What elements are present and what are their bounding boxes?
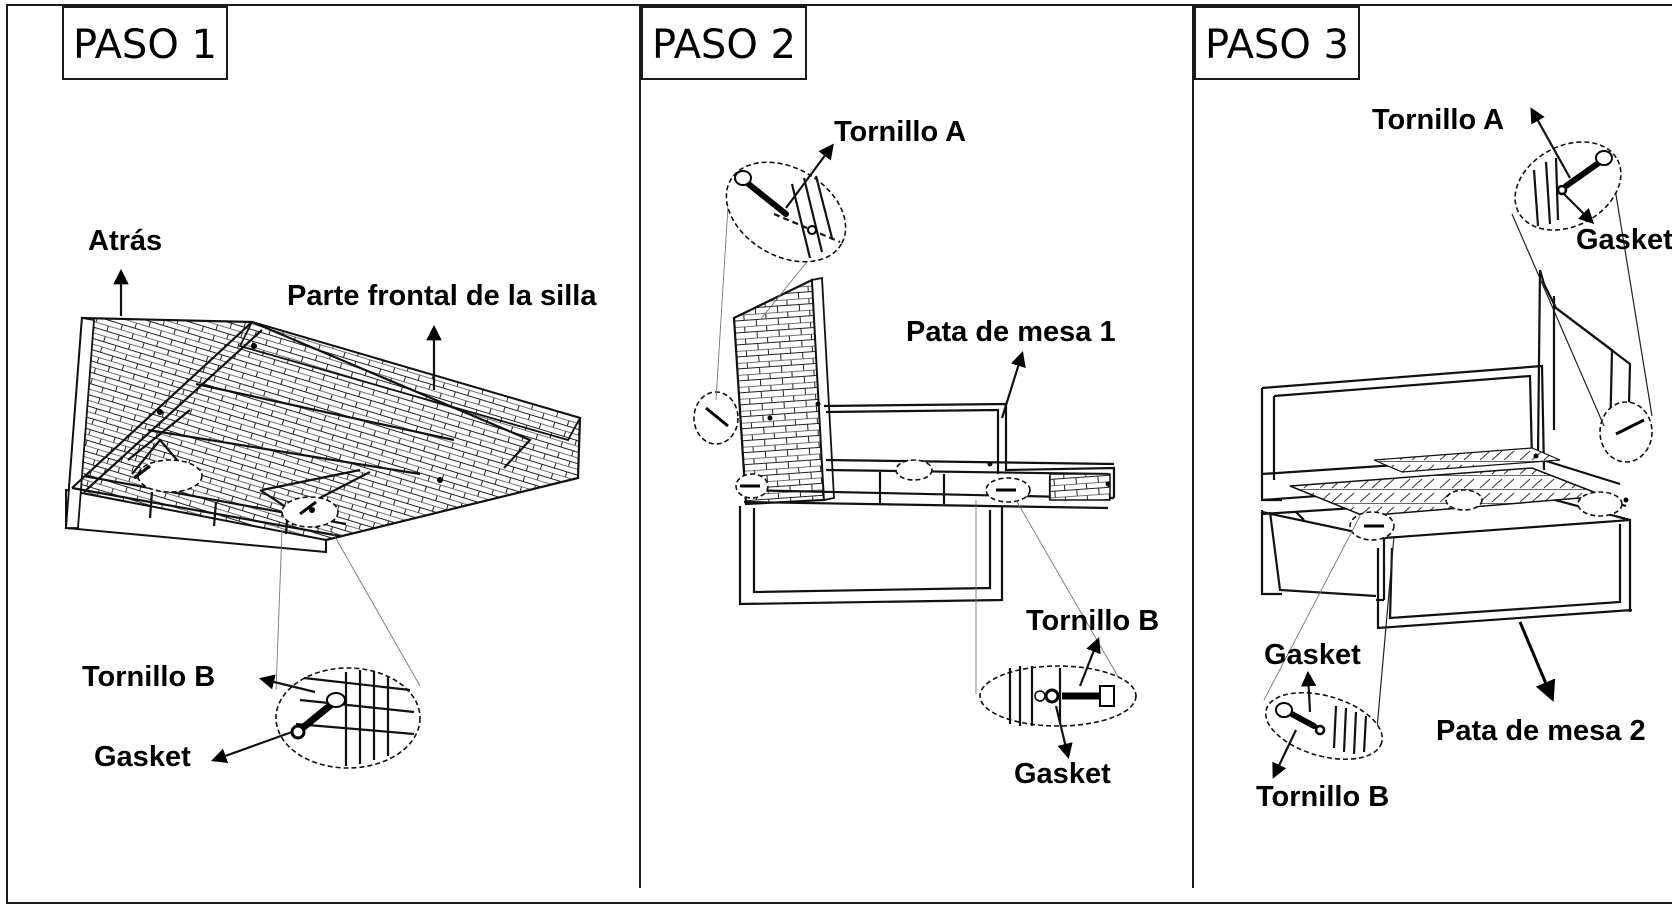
panel1-arrows (113, 268, 442, 764)
panel3-detail-top (1511, 141, 1653, 427)
panel-divider-1 (639, 4, 641, 888)
callout-screw-a: Tornillo A (1372, 104, 1505, 136)
gasket-icon (290, 724, 306, 740)
panel2-detail-bottom (975, 499, 1137, 727)
panel-divider-2 (1192, 4, 1194, 888)
callout-gasket-bottom: Gasket (1264, 639, 1361, 671)
callout-gasket-top: Gasket (1576, 224, 1672, 256)
callout-screw-b: Tornillo B (82, 661, 216, 693)
callout-back: Atrás (88, 225, 163, 257)
panel2-chair-side (693, 276, 1116, 606)
assembly-illustrations (64, 107, 1653, 779)
panel3-detail-bottom (1263, 515, 1395, 761)
callout-gasket: Gasket (94, 741, 191, 773)
callout-table-leg: Pata de mesa 1 (906, 316, 1116, 348)
callout-screw-b: Tornillo B (1026, 605, 1160, 637)
callout-screw-b: Tornillo B (1256, 781, 1390, 813)
panel1-seat-upside-down (64, 316, 582, 554)
screw-b-icon (1275, 702, 1317, 729)
screw-a-icon (734, 170, 789, 217)
callout-gasket: Gasket (1014, 758, 1111, 790)
callout-table-leg: Pata de mesa 2 (1436, 715, 1646, 747)
callout-front: Parte frontal de la silla (287, 280, 597, 312)
step-label-1: PASO 1 (62, 6, 228, 80)
gasket-icon (1556, 184, 1568, 196)
gasket-icon (1314, 724, 1326, 736)
panel2-arrows (785, 143, 1101, 759)
gasket-icon (1044, 688, 1060, 704)
screw-b-icon (296, 692, 346, 734)
panel1-detail-zoom (275, 527, 421, 769)
panel3-chair-assembled (1260, 269, 1653, 630)
panel3-arrows (1272, 107, 1595, 779)
step-label-2: PASO 2 (641, 6, 807, 80)
step-label-3: PASO 3 (1194, 6, 1360, 80)
screw-b-icon (1062, 685, 1115, 707)
panel2-detail-top (715, 161, 847, 401)
callout-screw-a: Tornillo A (834, 116, 967, 148)
screw-a-icon (1563, 150, 1613, 189)
